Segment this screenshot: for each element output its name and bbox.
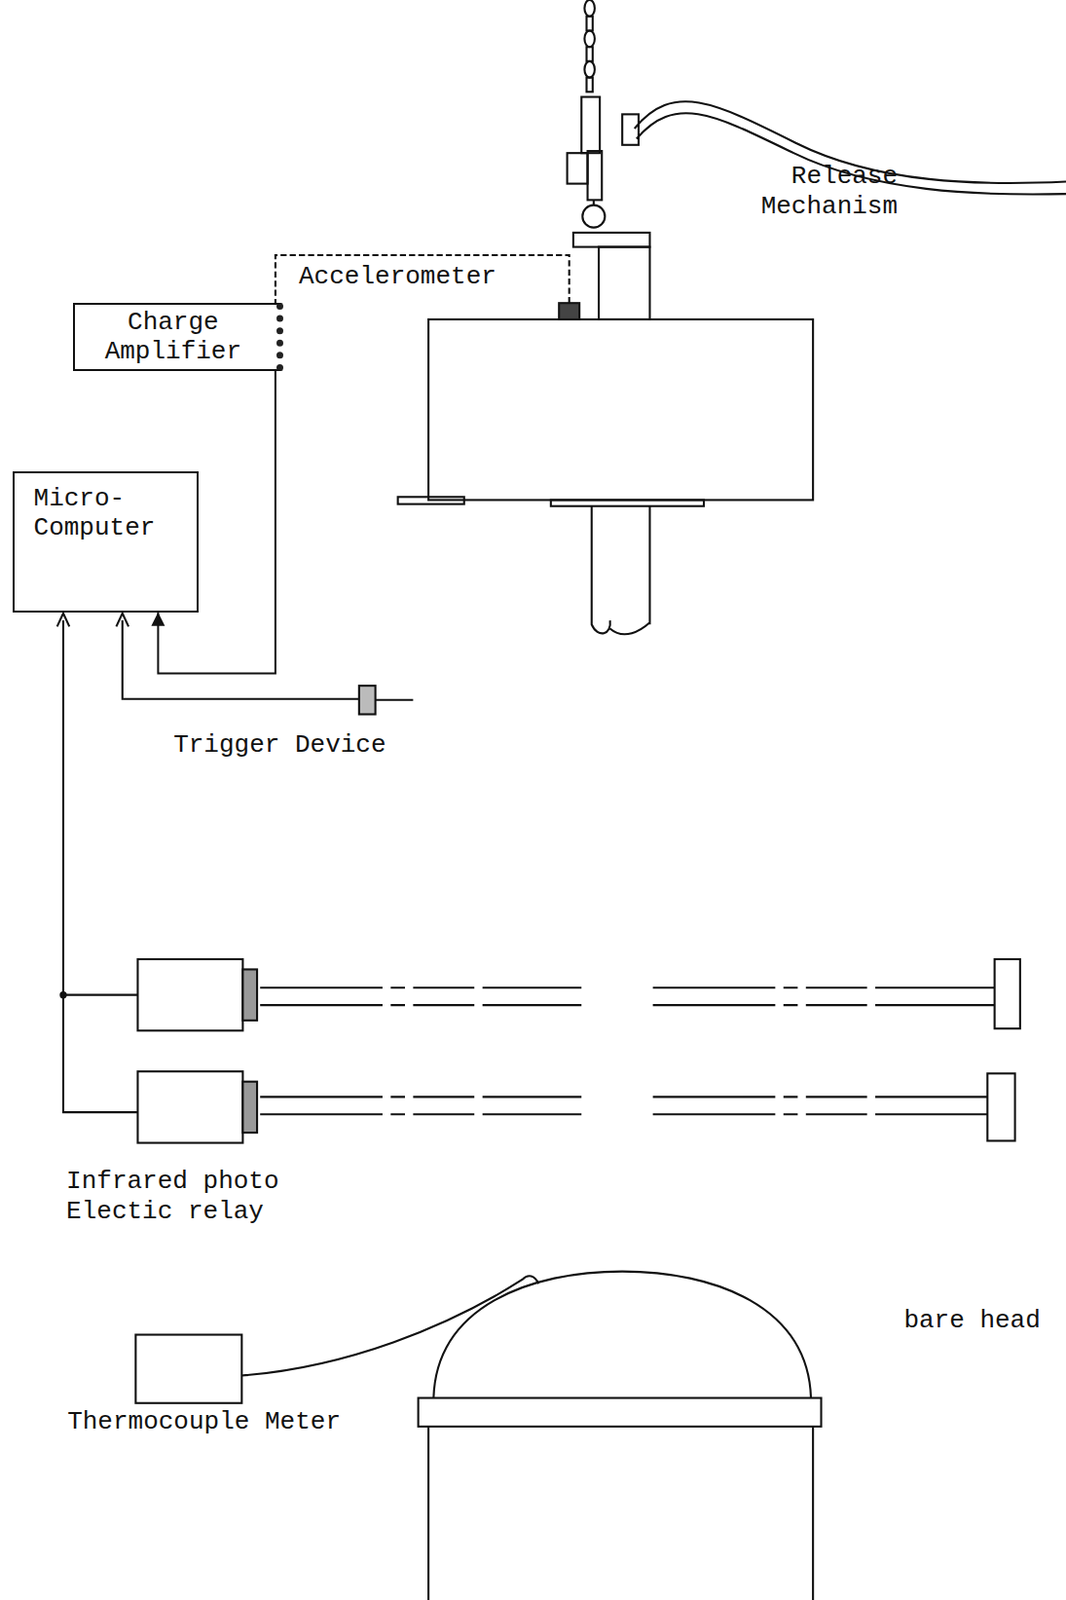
upper-cylinder bbox=[598, 247, 650, 320]
flange bbox=[551, 499, 704, 506]
chain-link bbox=[584, 61, 594, 78]
release-box bbox=[567, 152, 589, 184]
junction-dot bbox=[60, 992, 66, 997]
flange bbox=[398, 496, 465, 504]
release-mechanism bbox=[567, 97, 651, 248]
thermocouple-meter bbox=[135, 1334, 242, 1403]
swivel bbox=[592, 199, 595, 205]
trigger-device bbox=[359, 685, 376, 714]
part-label: Infrared photo Electic relay bbox=[66, 1166, 300, 1227]
relay-lens bbox=[242, 1081, 258, 1133]
head-dome bbox=[433, 1271, 811, 1398]
reflector bbox=[987, 1072, 1015, 1140]
chain-link bbox=[587, 16, 593, 32]
box-text: Charge Amplifier bbox=[82, 308, 263, 368]
accelerometer-sensor bbox=[558, 302, 580, 320]
trigger-device bbox=[375, 698, 414, 701]
box-text: Micro- Computer bbox=[34, 484, 190, 544]
swivel bbox=[582, 205, 605, 228]
part-label: bare head bbox=[903, 1305, 1040, 1336]
lower-rod bbox=[591, 506, 651, 635]
release-box bbox=[622, 113, 639, 145]
beam-line bbox=[653, 1095, 989, 1098]
release-body bbox=[588, 150, 603, 200]
part-label: Trigger Device bbox=[173, 730, 386, 761]
relay-wire bbox=[63, 620, 138, 1112]
accelerometer-wire bbox=[275, 255, 570, 303]
beam-line bbox=[653, 986, 995, 989]
arrowhead bbox=[150, 612, 165, 626]
beam-line bbox=[653, 1003, 995, 1006]
relay-lens bbox=[242, 968, 258, 1020]
head-support bbox=[428, 1426, 813, 1600]
chain-link bbox=[584, 0, 594, 17]
micro-computer-box: Micro- Computer bbox=[12, 471, 200, 613]
part-label: Accelerometer bbox=[298, 261, 497, 293]
thermocouple-wire bbox=[241, 1275, 539, 1375]
part-label: Thermocouple Meter bbox=[67, 1406, 341, 1437]
arrowhead bbox=[115, 613, 129, 627]
chain-link bbox=[587, 77, 593, 93]
infrared-beam bbox=[259, 987, 994, 1114]
head-plate bbox=[418, 1397, 822, 1427]
photo-relay bbox=[137, 958, 243, 1030]
arrowhead bbox=[57, 613, 71, 627]
reflector bbox=[994, 958, 1021, 1029]
part-label: Release Mechanism bbox=[734, 161, 898, 222]
chain-link bbox=[584, 30, 594, 47]
charge-amplifier-box: Charge Amplifier bbox=[73, 302, 284, 371]
chain-link bbox=[587, 46, 593, 62]
photo-relay bbox=[137, 1070, 243, 1142]
beam-line bbox=[259, 1112, 582, 1115]
beam-line bbox=[259, 986, 582, 989]
beam-line bbox=[259, 1003, 582, 1006]
release-body bbox=[581, 97, 600, 154]
impact-mass bbox=[428, 319, 813, 500]
chain bbox=[584, 0, 594, 92]
cap-plate bbox=[573, 232, 651, 248]
beam-line bbox=[259, 1095, 582, 1098]
beam-line bbox=[653, 1112, 989, 1115]
